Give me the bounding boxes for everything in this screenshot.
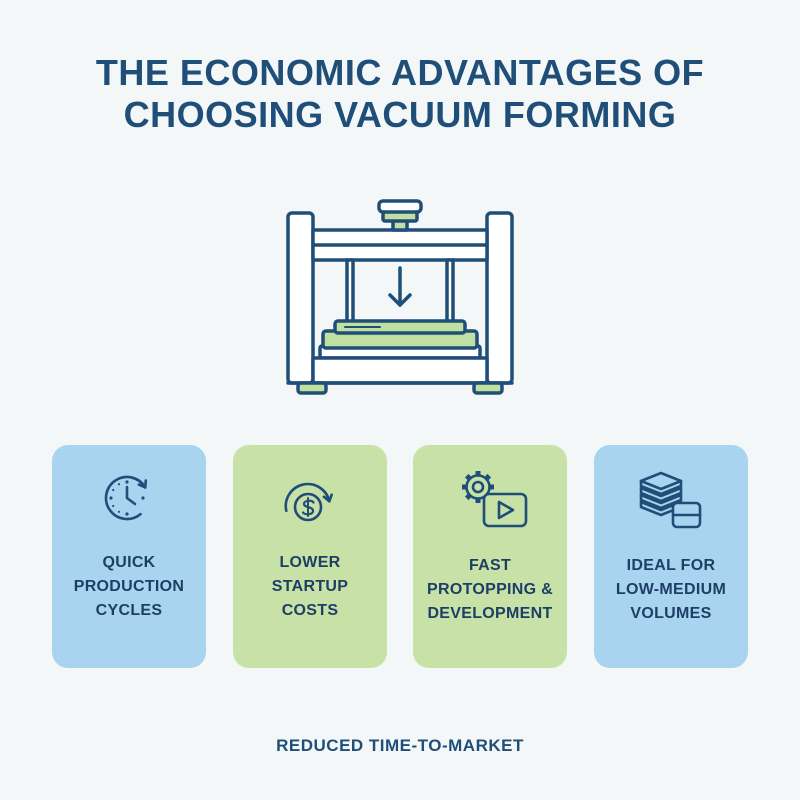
card-label-line: COSTS [281, 602, 339, 619]
card-label: IDEAL FOR LOW-MEDIUM VOLUMES [594, 554, 748, 626]
card-label-line: DEVELOPMENT [427, 605, 553, 622]
machine-feet [296, 381, 504, 395]
card-label-line: PROTOPPING & [427, 581, 553, 598]
card-label-line: CYCLES [95, 602, 163, 619]
title-line-2: CHOOSING VACUUM FORMING [123, 94, 677, 135]
vacuum-forming-machine-icon [286, 199, 514, 395]
mold-platform [318, 319, 482, 360]
down-arrow-icon [388, 266, 412, 307]
footer-caption: REDUCED TIME-TO-MARKET [276, 736, 524, 755]
card-label-line: LOWER [279, 554, 341, 571]
small-box-icon [671, 501, 702, 529]
card-lower-startup-costs: LOWER STARTUP COSTS [233, 445, 387, 668]
card-label-line: IDEAL FOR [626, 557, 716, 574]
clock-cycle-icon [104, 475, 148, 521]
card-ideal-low-medium-volumes: IDEAL FOR LOW-MEDIUM VOLUMES [594, 445, 748, 668]
card-label-line: FAST [468, 557, 512, 574]
press-knob [377, 199, 423, 232]
machine-base [286, 356, 514, 385]
card-label-line: STARTUP [271, 578, 349, 595]
dollar-cycle-icon [284, 482, 333, 522]
card-label: FAST PROTOPPING & DEVELOPMENT [413, 554, 567, 626]
title-line-1: THE ECONOMIC ADVANTAGES OF [95, 52, 705, 93]
machine-frame [286, 211, 514, 385]
video-play-icon [482, 492, 528, 528]
card-quick-production-cycles: QUICK PRODUCTION CYCLES [52, 445, 206, 668]
card-label-line: VOLUMES [630, 605, 712, 622]
card-label: QUICK PRODUCTION CYCLES [52, 551, 206, 623]
stacked-sheets [639, 471, 683, 517]
card-label-line: PRODUCTION [73, 578, 185, 595]
card-fast-prototyping-development: FAST PROTOPPING & DEVELOPMENT [413, 445, 567, 668]
page-title: THE ECONOMIC ADVANTAGES OF CHOOSING VACU… [0, 52, 800, 136]
gear-video-icon [462, 471, 528, 528]
card-label: LOWER STARTUP COSTS [233, 551, 387, 623]
layers-stack-icon [639, 471, 702, 529]
card-label-line: QUICK [102, 554, 156, 571]
gear-icon [462, 471, 494, 503]
card-label-line: LOW-MEDIUM [615, 581, 727, 598]
